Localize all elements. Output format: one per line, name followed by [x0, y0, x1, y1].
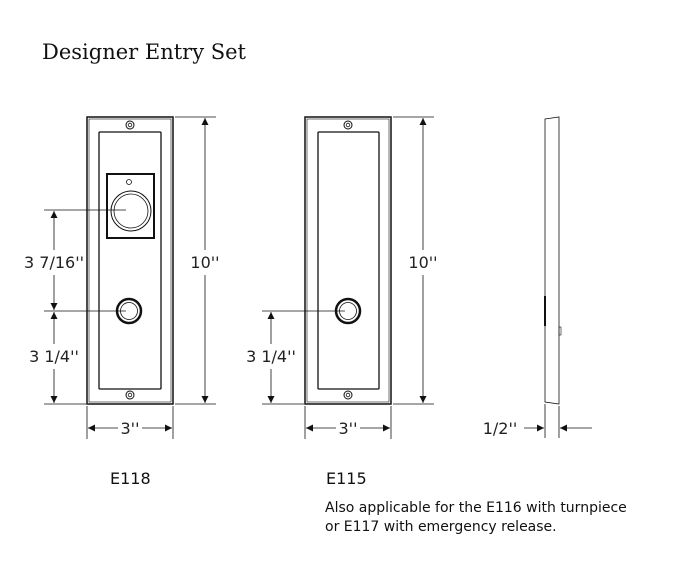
e118-lower-dim-label: 3 1/4'' — [29, 347, 79, 366]
e118-upper-dim-label: 3 7/16'' — [24, 253, 84, 272]
e115-height-label: 10'' — [408, 253, 437, 272]
e118-height-label: 10'' — [190, 253, 219, 272]
note-line-1: Also applicable for the E116 with turnpi… — [325, 500, 627, 516]
cylinder-housing — [106, 173, 155, 239]
e115-model-label: E115 — [326, 469, 367, 488]
e115-plate — [304, 116, 392, 405]
e115-width-label: 3'' — [339, 419, 358, 438]
side-depth-label: 1/2'' — [483, 419, 518, 438]
e115-lower-dim-label: 3 1/4'' — [246, 347, 296, 366]
note-line-2: or E117 with emergency release. — [325, 519, 557, 535]
e118-plate — [86, 116, 174, 405]
page-title: Designer Entry Set — [42, 40, 246, 64]
applicability-note: Also applicable for the E116 with turnpi… — [325, 499, 627, 537]
e118-model-label: E118 — [110, 469, 151, 488]
e118-width-label: 3'' — [121, 419, 140, 438]
side-profile — [524, 116, 592, 438]
